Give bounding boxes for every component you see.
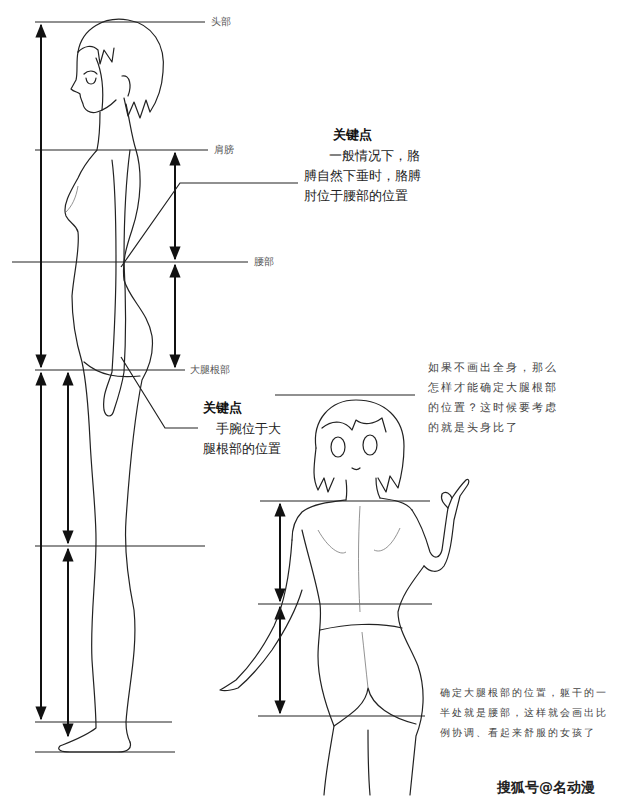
watermark: 搜狐号@名动漫 [497,778,595,796]
reference-lines [258,395,432,716]
part-label: 大腿根部 [190,363,230,377]
girl-back-view [220,400,469,795]
key-point-note: 手腕位于大腿根部的位置 [203,419,284,459]
dimension-arrows [41,25,175,736]
key-point-heading: 关键点 [203,399,242,417]
part-label: 腰部 [254,255,274,269]
key-point-heading: 关键点 [333,126,372,144]
leader-line [121,357,198,428]
part-label: 肩膀 [214,143,234,157]
side-note: 如果不画出全身，那么怎样才能确定大腿根部的位置？这时候要考虑的就是头身比了 [428,358,562,438]
key-point-note: 一般情况下，胳膊自然下垂时，胳膊肘位于腰部的位置 [304,146,432,206]
leader-line [121,183,298,267]
side-note: 确定大腿根部的位置，躯干的一半处就是腰部，这样就会画出比例协调、看起来舒服的女孩… [440,683,612,743]
standing-girl-profile [59,19,164,752]
part-label: 头部 [211,15,231,29]
reference-lines [12,22,248,752]
